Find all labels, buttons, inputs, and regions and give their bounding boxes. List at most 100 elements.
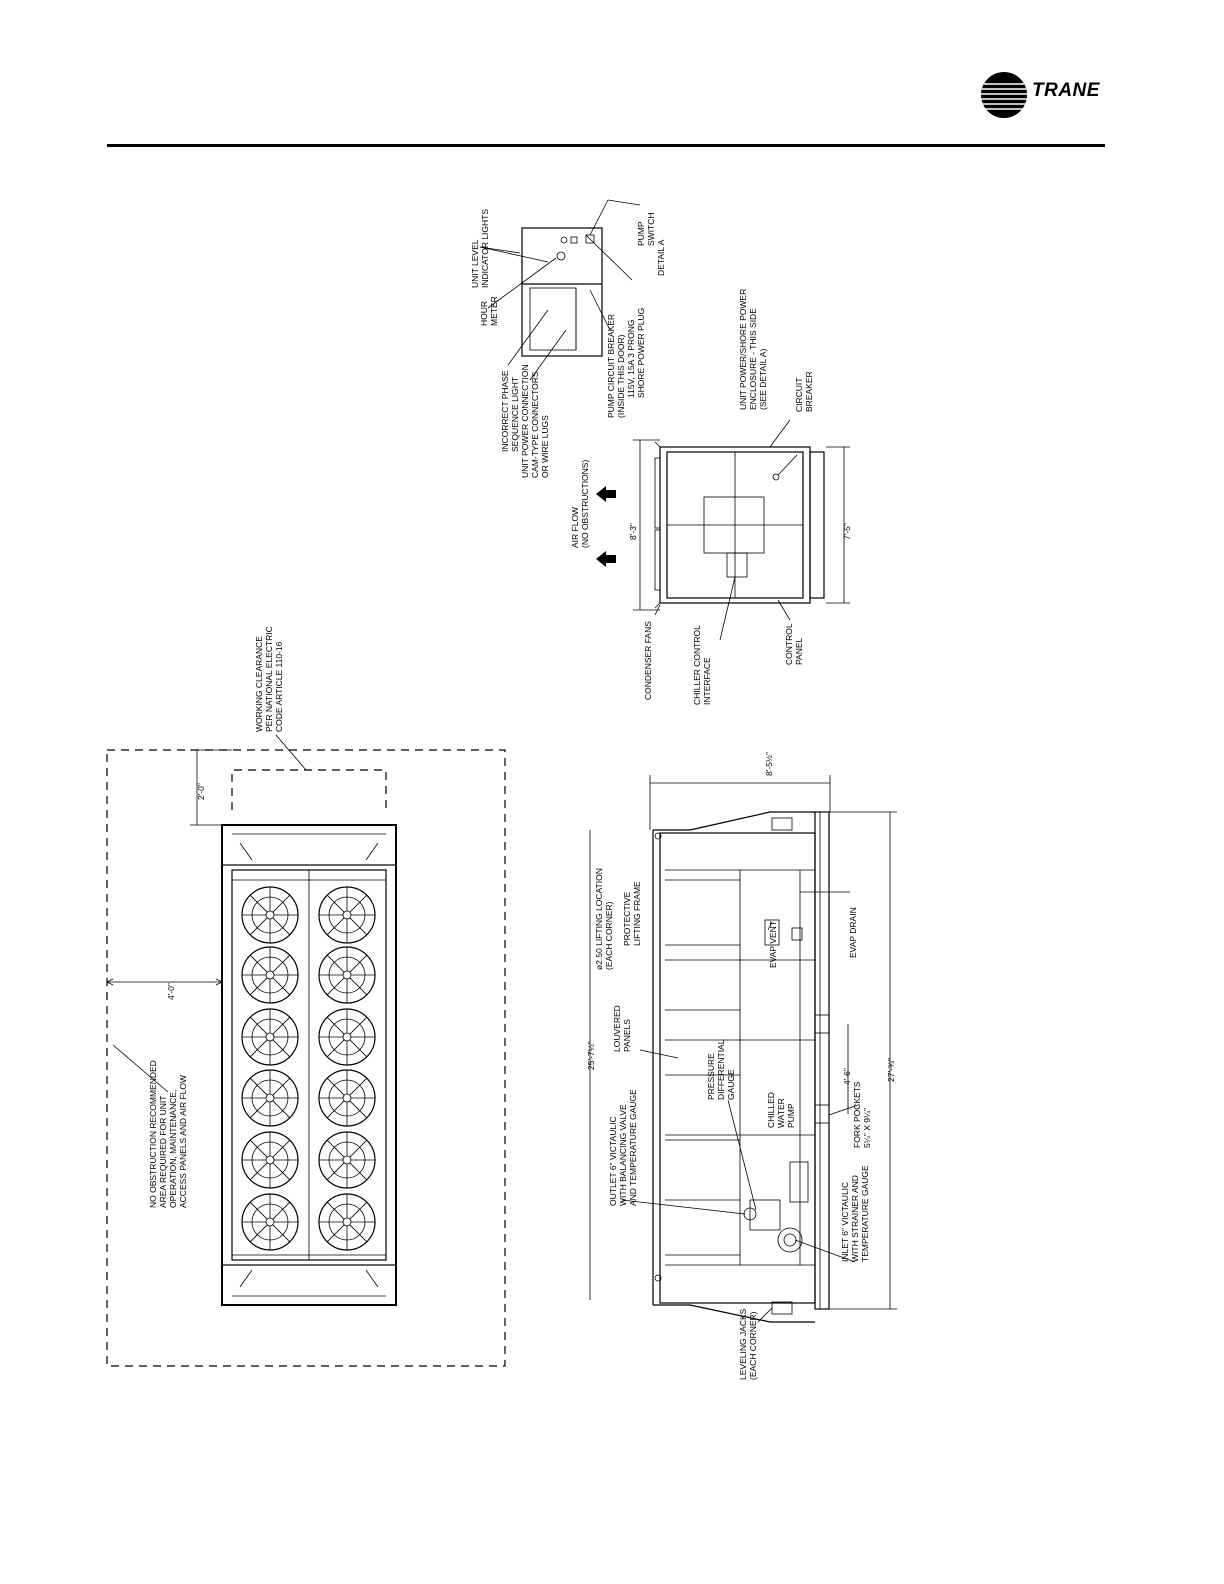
pump-switch-label: PUMPSWITCH xyxy=(636,212,656,246)
lifting-location-label: ø2.50 LIFTING LOCATION(EACH CORNER) xyxy=(594,868,614,970)
louvered-panel-lines xyxy=(665,879,815,1256)
unit-level-lights-label: UNIT LEVELINDICATOR LIGHTS xyxy=(470,209,490,288)
no-obstruction-note-line: NO OBSTRUCTION RECOMMENDED xyxy=(148,1060,158,1208)
working-clearance-note-line: PER NATIONAL ELECTRIC xyxy=(264,626,274,732)
pump-circuit-breaker-label-line: PUMP CIRCUIT BREAKER xyxy=(606,314,616,418)
drawing-labels: NO OBSTRUCTION RECOMMENDEDAREA REQUIRED … xyxy=(148,209,896,1380)
no-obstruction-note-line: AREA REQUIRED FOR UNIT xyxy=(158,1096,168,1208)
fork-pockets-label: FORK POCKETS5¼" X 9¼" xyxy=(852,1081,872,1148)
louvered-panels-label-line: LOUVERED xyxy=(612,1005,622,1052)
condenser-fan xyxy=(241,1069,299,1127)
pressure-gauge-label: PRESSUREDIFFERENTIALGAUGE xyxy=(706,1039,736,1100)
header-rule xyxy=(107,144,1105,147)
overall-length-dimension-line: 27'-¾" xyxy=(886,1058,896,1082)
air-flow-label: AIR FLOW(NO OBSTRUCTIONS) xyxy=(570,460,590,548)
condenser-fan xyxy=(318,886,376,944)
fork-pockets-label-line: 5¼" X 9¼" xyxy=(862,1108,872,1148)
condenser-fan-grid xyxy=(241,886,376,1251)
evap-drain-label: EVAP DRAIN xyxy=(848,907,858,958)
control-panel-label-line: CONTROL xyxy=(784,623,794,665)
frame-length-dimension: 25'-7¼" xyxy=(586,1041,596,1070)
hour-meter-label-line: METER xyxy=(489,296,499,326)
unit-level-lights-label-line: UNIT LEVEL xyxy=(470,239,480,288)
evap-drain-label-line: EVAP DRAIN xyxy=(848,907,858,958)
unit-level-lights-label-line: INDICATOR LIGHTS xyxy=(480,209,490,288)
lifting-location-label-line: (EACH CORNER) xyxy=(604,901,614,970)
end-clearance-dimension: 2'-0" xyxy=(196,783,206,800)
fork-spacing-dimension: 4'-6" xyxy=(842,1068,852,1085)
lifting-location-label-line: ø2.50 LIFTING LOCATION xyxy=(594,868,604,970)
side-view xyxy=(589,775,897,1323)
evap-vent-label: EVAP VENT xyxy=(768,921,778,968)
trane-logo xyxy=(981,72,1027,118)
leveling-jacks-label-line: LEVELING JACKS xyxy=(738,1308,748,1380)
control-panel-label-line: PANEL xyxy=(794,637,804,665)
no-obstruction-note-line: OPERATION, MAINTENANCE, xyxy=(168,1090,178,1208)
unit-power-connection-label-line: OR WIRE LUGS xyxy=(540,415,550,478)
working-clearance-note: WORKING CLEARANCEPER NATIONAL ELECTRICCO… xyxy=(254,626,284,732)
air-flow-label-line: (NO OBSTRUCTIONS) xyxy=(580,460,590,548)
inlet-label: INLET 6" VICTAULICWITH STRAINER ANDTEMPE… xyxy=(840,1165,870,1262)
side-clearance-dimension-line: 4'-0" xyxy=(166,983,176,1000)
protective-frame-label-line: LIFTING FRAME xyxy=(632,881,642,946)
inlet-label-line: TEMPERATURE GAUGE xyxy=(860,1165,870,1262)
pressure-gauge-label-line: PRESSURE xyxy=(706,1053,716,1100)
protective-frame-label-line: PROTECTIVE xyxy=(622,891,632,946)
pump-switch-label-line: PUMP xyxy=(636,221,646,246)
side-clearance-dimension: 4'-0" xyxy=(166,983,176,1000)
incorrect-phase-label-line: SEQUENCE LIGHT xyxy=(510,377,520,452)
incorrect-phase-label: INCORRECT PHASESEQUENCE LIGHT xyxy=(500,370,520,452)
circuit-breaker-label-line: BREAKER xyxy=(804,371,814,412)
end-width-dimension: 8'-3" xyxy=(628,523,638,540)
brand-name: TRANE xyxy=(1032,80,1100,101)
outlet-label-line: AND TEMPERATURE GAUGE xyxy=(628,1089,638,1206)
outlet-label-line: WITH BALANCING VALVE xyxy=(618,1104,628,1206)
fork-pockets-label-line: FORK POCKETS xyxy=(852,1081,862,1148)
air-flow-label-line: AIR FLOW xyxy=(570,507,580,548)
inlet-label-line: WITH STRAINER AND xyxy=(850,1175,860,1262)
pump-circuit-breaker-label-line: (INSIDE THIS DOOR) xyxy=(616,334,626,418)
unit-power-connection-label-line: UNIT POWER CONNECTION xyxy=(520,364,530,478)
condenser-fan xyxy=(241,886,299,944)
hour-meter-label-line: HOUR xyxy=(479,301,489,326)
end-width-dimension-line: 8'-3" xyxy=(628,523,638,540)
shore-plug-label-line: 115V, 15A 3 PRONG xyxy=(626,320,636,398)
pump-switch-label-line: SWITCH xyxy=(646,212,656,246)
condenser-fans-label-line: CONDENSER FANS xyxy=(643,621,653,700)
pressure-gauge-label-line: DIFFERENTIAL xyxy=(716,1039,726,1100)
chiller-control-label-line: CHILLER CONTROL xyxy=(692,625,702,705)
end-clearance-dimension-line: 2'-0" xyxy=(196,783,206,800)
overall-length-dimension: 27'-¾" xyxy=(886,1058,896,1082)
condenser-fans-label: CONDENSER FANS xyxy=(643,621,653,700)
shore-plug-label-line: SHORE POWER PLUG xyxy=(636,308,646,398)
leveling-jacks-label: LEVELING JACKS(EACH CORNER) xyxy=(738,1308,758,1380)
frame-length-dimension-line: 25'-7¼" xyxy=(586,1041,596,1070)
protective-frame-label: PROTECTIVELIFTING FRAME xyxy=(622,881,642,946)
condenser-fan xyxy=(318,1193,376,1251)
no-obstruction-note: NO OBSTRUCTION RECOMMENDEDAREA REQUIRED … xyxy=(148,1060,188,1208)
chilled-water-pump-label-line: PUMP xyxy=(786,1103,796,1128)
louvered-panels-label-line: PANELS xyxy=(622,1019,632,1052)
condenser-fan xyxy=(241,1193,299,1251)
condenser-fan xyxy=(241,1131,299,1189)
circuit-breaker-label-line: CIRCUIT xyxy=(794,378,804,412)
condenser-fan xyxy=(318,1008,376,1066)
chilled-water-pump-label-line: CHILLED xyxy=(766,1092,776,1128)
detail-a-title: DETAIL A xyxy=(656,239,666,276)
evap-vent-label-line: EVAP VENT xyxy=(768,921,778,968)
chiller-control-label-line: INTERFACE xyxy=(702,657,712,705)
unit-power-shore-label-line: ENCLOSURE - THIS SIDE xyxy=(748,308,758,410)
fork-spacing-dimension-line: 4'-6" xyxy=(842,1068,852,1085)
unit-power-shore-label-line: UNIT POWER/SHORE POWER xyxy=(738,289,748,410)
no-obstruction-note-line: ACCESS PANELS AND AIR FLOW xyxy=(178,1075,188,1208)
condenser-fan xyxy=(318,946,376,1004)
incorrect-phase-label-line: INCORRECT PHASE xyxy=(500,370,510,452)
condenser-fan xyxy=(318,1131,376,1189)
unit-power-shore-label-line: (SEE DETAIL A) xyxy=(758,348,768,410)
pump-circuit-breaker-label: PUMP CIRCUIT BREAKER(INSIDE THIS DOOR) xyxy=(606,314,626,418)
control-panel-label: CONTROLPANEL xyxy=(784,623,804,665)
working-clearance-note-line: CODE ARTICLE 110-16 xyxy=(274,641,284,732)
circuit-breaker-label: CIRCUITBREAKER xyxy=(794,371,814,412)
